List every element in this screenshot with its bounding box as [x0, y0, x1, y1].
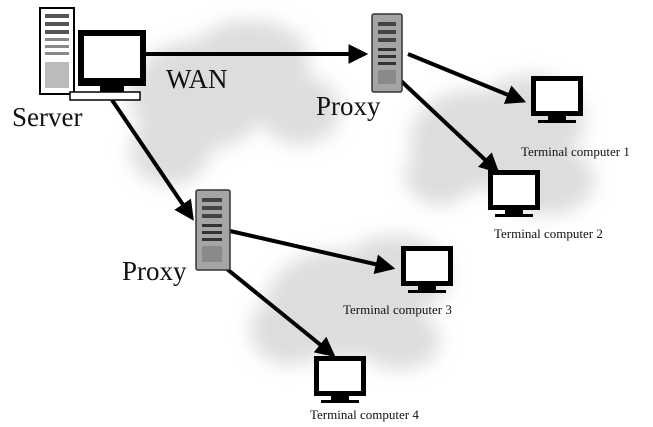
- server-tower-icon: [371, 13, 403, 93]
- link-server-proxy-bottom: [110, 98, 194, 221]
- wan-label: WAN: [166, 64, 228, 94]
- monitor-icon: [401, 246, 453, 293]
- monitor-icon: [314, 356, 366, 403]
- server-label: Server: [12, 102, 83, 132]
- connections: [110, 44, 527, 358]
- link-proxy-top-terminal-2: [398, 78, 500, 174]
- terminal-3-label: Terminal computer 3: [343, 302, 452, 317]
- proxy-bottom-label: Proxy: [122, 256, 187, 286]
- monitor-icon: [531, 76, 583, 123]
- proxy-top-label: Proxy: [316, 91, 381, 121]
- terminal-1-label: Terminal computer 1: [521, 144, 630, 159]
- server-workstation-icon: [39, 7, 146, 101]
- link-proxy-bottom-terminal-4: [220, 263, 336, 358]
- server-tower-icon: [195, 189, 231, 271]
- link-proxy-top-terminal-1: [407, 52, 527, 104]
- terminal-2-label: Terminal computer 2: [494, 226, 603, 241]
- monitor-icon: [488, 170, 540, 217]
- cloud-icon: [130, 20, 340, 185]
- terminal-4-label: Terminal computer 4: [310, 407, 419, 422]
- link-proxy-bottom-terminal-3: [229, 229, 396, 275]
